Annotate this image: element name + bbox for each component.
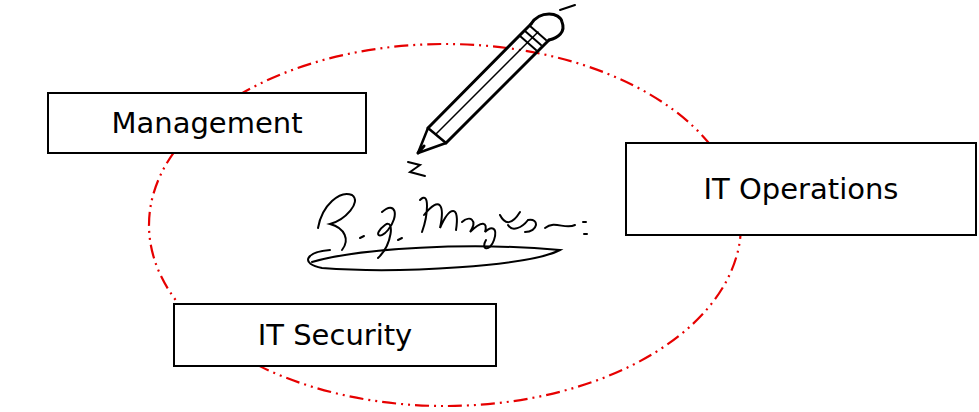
box-label: Management	[111, 106, 302, 140]
process-box: IT Security	[173, 303, 497, 367]
box-label: IT Security	[258, 318, 413, 352]
signature-scribble	[308, 162, 587, 270]
box-label: IT Operations	[704, 172, 899, 206]
process-box: Management	[47, 92, 367, 154]
pen-illustration	[418, 5, 575, 153]
process-box: IT Operations	[625, 142, 977, 236]
